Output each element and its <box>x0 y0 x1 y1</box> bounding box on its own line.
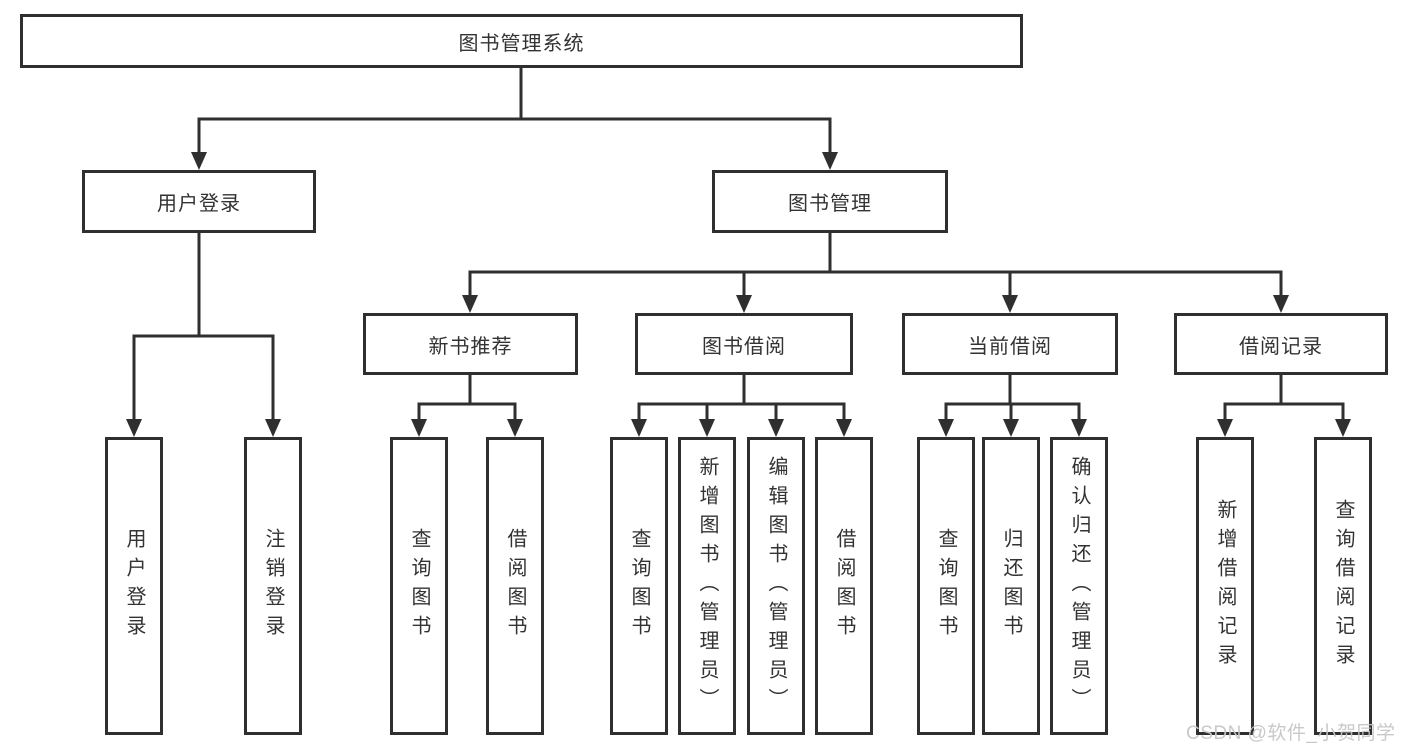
arrowhead <box>507 419 523 437</box>
node-new-book-recommend-label: 新书推荐 <box>428 335 513 358</box>
leaf-add-borrow-record-label: 新增借阅记录 <box>1214 499 1236 673</box>
leaf-query-borrow-record: 查询借阅记录 <box>1314 437 1372 735</box>
node-borrowing-records: 借阅记录 <box>1174 313 1388 375</box>
node-current-borrowing-label: 当前借阅 <box>968 335 1052 358</box>
leaf-edit-book-admin-label: 编辑图书（管理员） <box>765 455 787 717</box>
connector-root-to-level2 <box>191 68 838 170</box>
leaf-add-book-admin: 新增图书（管理员） <box>678 437 736 735</box>
arrowhead <box>265 419 281 437</box>
arrowhead <box>1335 419 1351 437</box>
arrowhead <box>938 419 954 437</box>
connector-new-book-branch <box>411 375 523 437</box>
node-book-borrowing: 图书借阅 <box>635 313 853 375</box>
connector-book-management-branch <box>462 233 1289 313</box>
arrowhead <box>768 419 784 437</box>
arrowhead <box>1002 295 1018 313</box>
leaf-user-login-label: 用户登录 <box>123 528 145 644</box>
arrowhead <box>411 419 427 437</box>
leaf-query-books-recommend-label: 查询图书 <box>408 528 430 644</box>
node-root-label: 图书管理系统 <box>458 32 585 55</box>
leaf-add-borrow-record: 新增借阅记录 <box>1196 437 1254 735</box>
leaf-borrow-books-borrowing-label: 借阅图书 <box>833 528 855 644</box>
arrowhead <box>631 419 647 437</box>
leaf-user-login: 用户登录 <box>105 437 163 735</box>
node-current-borrowing: 当前借阅 <box>902 313 1118 375</box>
arrowhead <box>836 419 852 437</box>
node-user-login: 用户登录 <box>82 170 316 233</box>
node-book-borrowing-label: 图书借阅 <box>702 335 786 358</box>
arrowhead <box>1003 419 1019 437</box>
node-book-management: 图书管理 <box>712 170 948 233</box>
arrowhead <box>191 152 207 170</box>
csdn-watermark: CSDN @软件_小贺同学 <box>1186 723 1396 744</box>
node-book-management-label: 图书管理 <box>788 193 872 215</box>
leaf-edit-book-admin: 编辑图书（管理员） <box>747 437 805 735</box>
leaf-add-book-admin-label: 新增图书（管理员） <box>696 455 718 717</box>
leaf-query-books-current-label: 查询图书 <box>935 528 957 644</box>
arrowhead <box>1217 419 1233 437</box>
leaf-borrow-books-recommend-label: 借阅图书 <box>504 528 526 644</box>
leaf-borrow-books-borrowing: 借阅图书 <box>815 437 873 735</box>
leaf-query-books-current: 查询图书 <box>917 437 975 735</box>
arrowhead <box>1273 295 1289 313</box>
leaf-logout-label: 注销登录 <box>262 528 284 644</box>
node-user-login-label: 用户登录 <box>157 193 241 215</box>
arrowhead <box>736 295 752 313</box>
leaf-query-borrow-record-label: 查询借阅记录 <box>1332 499 1354 673</box>
leaf-return-books: 归还图书 <box>982 437 1040 735</box>
leaf-query-books-borrowing-label: 查询图书 <box>628 528 650 644</box>
connector-current-borrowing-branch <box>938 375 1087 437</box>
node-root: 图书管理系统 <box>20 14 1023 68</box>
leaf-confirm-return-admin-label: 确认归还（管理员） <box>1068 455 1090 717</box>
leaf-return-books-label: 归还图书 <box>1000 528 1022 644</box>
leaf-logout: 注销登录 <box>244 437 302 735</box>
leaf-query-books-borrowing: 查询图书 <box>610 437 668 735</box>
arrowhead <box>699 419 715 437</box>
arrowhead <box>462 295 478 313</box>
arrowhead <box>822 152 838 170</box>
leaf-borrow-books-recommend: 借阅图书 <box>486 437 544 735</box>
connector-book-borrowing-branch <box>631 375 852 437</box>
arrowhead <box>1071 419 1087 437</box>
leaf-query-books-recommend: 查询图书 <box>390 437 448 735</box>
arrowhead <box>126 419 142 437</box>
node-new-book-recommend: 新书推荐 <box>363 313 578 375</box>
connector-borrowing-records-branch <box>1217 375 1351 437</box>
node-borrowing-records-label: 借阅记录 <box>1239 335 1323 358</box>
leaf-confirm-return-admin: 确认归还（管理员） <box>1050 437 1108 735</box>
connector-user-login-branch <box>126 233 281 437</box>
